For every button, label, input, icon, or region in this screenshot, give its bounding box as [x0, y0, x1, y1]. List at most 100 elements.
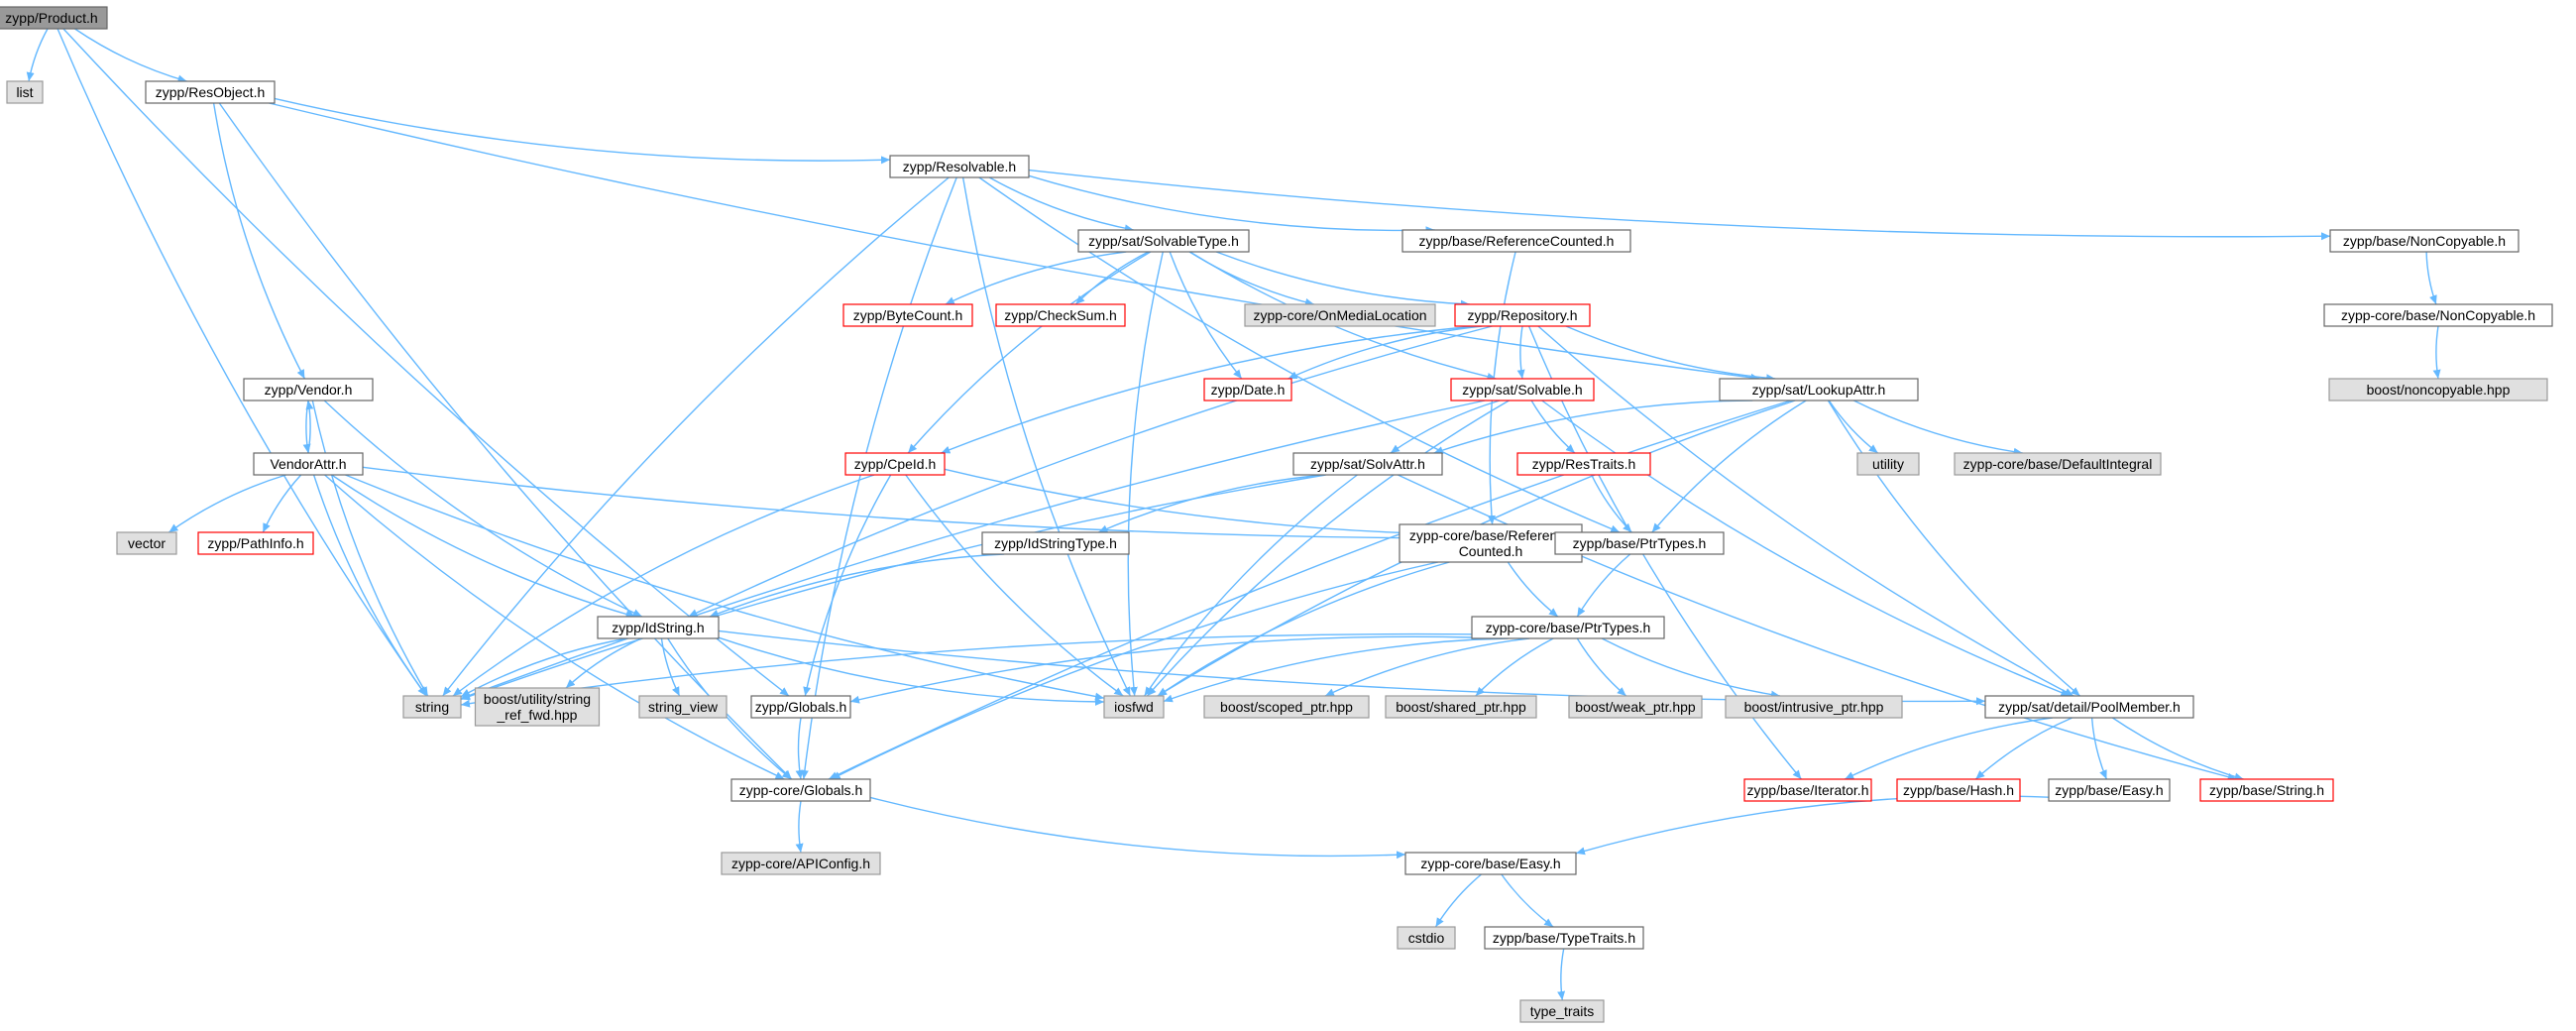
node-label: Counted.h	[1459, 543, 1523, 559]
node-pathinfo[interactable]: zypp/PathInfo.h	[197, 531, 314, 555]
node-date[interactable]: zypp/Date.h	[1203, 378, 1292, 401]
edge-resolvable-to-iosfwd	[961, 176, 1132, 697]
node-label: zypp/base/String.h	[2209, 782, 2324, 798]
node-poolmember[interactable]: zypp/sat/detail/PoolMember.h	[1984, 695, 2194, 719]
node-box	[2328, 378, 2548, 401]
node-box	[844, 452, 946, 476]
edge-vendor-to-idstring	[323, 400, 643, 618]
node-box	[638, 695, 728, 719]
node-label: boost/noncopyable.hpp	[2367, 382, 2511, 398]
node-base_easy[interactable]: zypp/base/Easy.h	[2048, 778, 2171, 802]
edge-restraits-to-base_ptrtypes	[1591, 474, 1632, 533]
node-intrusive_ptr[interactable]: boost/intrusive_ptr.hpp	[1725, 695, 1903, 719]
node-resobject[interactable]: zypp/ResObject.h	[145, 80, 276, 104]
edge-solvabletype-to-iosfwd	[1127, 251, 1164, 697]
node-label: zypp/Globals.h	[755, 699, 847, 715]
node-core_easy[interactable]: zypp-core/base/Easy.h	[1404, 852, 1577, 875]
node-core_ptrtypes[interactable]: zypp-core/base/PtrTypes.h	[1471, 616, 1665, 639]
node-onmedialocation[interactable]: zypp-core/OnMediaLocation	[1244, 303, 1436, 327]
edge-repository-to-date	[1288, 325, 1483, 380]
node-box	[145, 80, 276, 104]
node-scoped_ptr[interactable]: boost/scoped_ptr.hpp	[1203, 695, 1370, 719]
node-defaultintegral[interactable]: zypp-core/base/DefaultIntegral	[1954, 452, 2162, 476]
node-label: zypp/sat/SolvableType.h	[1088, 233, 1239, 249]
node-boost_stringref[interactable]: boost/utility/string_ref_fwd.hpp	[474, 687, 601, 727]
edge-core_ptrtypes-to-string	[460, 632, 1473, 708]
node-cstdio[interactable]: cstdio	[1397, 926, 1456, 950]
node-label: zypp-core/OnMediaLocation	[1253, 307, 1426, 323]
node-utility[interactable]: utility	[1856, 452, 1920, 476]
node-idstringtype[interactable]: zypp/IdStringType.h	[981, 531, 1130, 555]
node-box	[253, 452, 364, 476]
node-type_traits[interactable]: type_traits	[1519, 999, 1605, 1023]
node-product[interactable]: zypp/Product.h	[0, 6, 108, 30]
node-bytecount[interactable]: zypp/ByteCount.h	[842, 303, 973, 327]
node-typetraits_h[interactable]: zypp/base/TypeTraits.h	[1484, 926, 1644, 950]
node-solvable[interactable]: zypp/sat/Solvable.h	[1450, 378, 1595, 401]
node-box	[1954, 452, 2162, 476]
edge-resobject-to-resolvable	[274, 97, 891, 165]
node-vendor[interactable]: zypp/Vendor.h	[243, 378, 374, 401]
node-weak_ptr[interactable]: boost/weak_ptr.hpp	[1568, 695, 1703, 719]
node-boost_noncopyable[interactable]: boost/noncopyable.hpp	[2328, 378, 2548, 401]
node-label: zypp/CpeId.h	[854, 456, 937, 472]
node-box	[474, 687, 601, 727]
node-resolvable[interactable]: zypp/Resolvable.h	[889, 155, 1030, 178]
node-box	[1743, 778, 1872, 802]
edge-idstring-to-string	[460, 637, 627, 698]
node-base_refcounted[interactable]: zypp/base/ReferenceCounted.h	[1401, 229, 1631, 253]
edge-idstringtype-to-idstring	[709, 553, 1005, 618]
node-label: zypp/base/NonCopyable.h	[2343, 233, 2506, 249]
node-label: zypp/base/ReferenceCounted.h	[1419, 233, 1615, 249]
node-box	[721, 852, 881, 875]
node-box	[1397, 926, 1456, 950]
node-string[interactable]: string	[402, 695, 462, 719]
node-label: list	[16, 84, 33, 100]
node-checksum[interactable]: zypp/CheckSum.h	[995, 303, 1126, 327]
edge-resobject-to-core_globals	[218, 102, 793, 780]
edge-cpeid-to-globals	[803, 474, 892, 697]
edge-solvattr-to-string	[460, 474, 1326, 701]
node-base_string[interactable]: zypp/base/String.h	[2199, 778, 2334, 802]
node-box	[1203, 378, 1292, 401]
node-repository[interactable]: zypp/Repository.h	[1454, 303, 1591, 327]
node-lookupattr[interactable]: zypp/sat/LookupAttr.h	[1719, 378, 1919, 401]
node-vendorattr[interactable]: VendorAttr.h	[253, 452, 364, 476]
edge-vendorattr-to-vendor	[305, 400, 314, 454]
node-box	[1519, 999, 1605, 1023]
node-hash[interactable]: zypp/base/Hash.h	[1896, 778, 2021, 802]
node-globals[interactable]: zypp/Globals.h	[750, 695, 851, 719]
node-label: zypp/sat/LookupAttr.h	[1752, 382, 1886, 398]
node-label: zypp-core/APIConfig.h	[731, 856, 870, 871]
node-restraits[interactable]: zypp/ResTraits.h	[1516, 452, 1651, 476]
node-label: zypp/sat/SolvAttr.h	[1310, 456, 1425, 472]
node-core_noncopyable[interactable]: zypp-core/base/NonCopyable.h	[2323, 303, 2553, 327]
node-iterator[interactable]: zypp/base/Iterator.h	[1743, 778, 1872, 802]
node-solvattr[interactable]: zypp/sat/SolvAttr.h	[1292, 452, 1443, 476]
node-box	[1103, 695, 1165, 719]
node-shared_ptr[interactable]: boost/shared_ptr.hpp	[1385, 695, 1537, 719]
node-string_view[interactable]: string_view	[638, 695, 728, 719]
node-label: zypp/Product.h	[5, 10, 97, 26]
edge-product-to-globals	[62, 28, 790, 697]
node-idstring[interactable]: zypp/IdString.h	[597, 616, 720, 639]
node-label: zypp/Vendor.h	[265, 382, 353, 398]
node-box	[1203, 695, 1370, 719]
node-iosfwd[interactable]: iosfwd	[1103, 695, 1165, 719]
node-core_globals[interactable]: zypp-core/Globals.h	[730, 778, 871, 802]
node-box	[1450, 378, 1595, 401]
node-solvabletype[interactable]: zypp/sat/SolvableType.h	[1077, 229, 1250, 253]
node-label: zypp/base/PtrTypes.h	[1573, 535, 1707, 551]
node-label: zypp/ResObject.h	[156, 84, 266, 100]
node-label: string_view	[648, 699, 719, 715]
node-list[interactable]: list	[6, 80, 44, 104]
node-vector[interactable]: vector	[116, 531, 177, 555]
edge-idstring-to-string_view	[660, 637, 681, 697]
edge-resolvable-to-string	[442, 176, 950, 697]
node-base_noncopyable[interactable]: zypp/base/NonCopyable.h	[2329, 229, 2520, 253]
node-base_ptrtypes[interactable]: zypp/base/PtrTypes.h	[1554, 531, 1725, 555]
node-cpeid[interactable]: zypp/CpeId.h	[844, 452, 946, 476]
edge-core_ptrtypes-to-weak_ptr	[1576, 637, 1627, 697]
edge-solvabletype-to-solvable	[1189, 251, 1497, 381]
node-apiconfig[interactable]: zypp-core/APIConfig.h	[721, 852, 881, 875]
